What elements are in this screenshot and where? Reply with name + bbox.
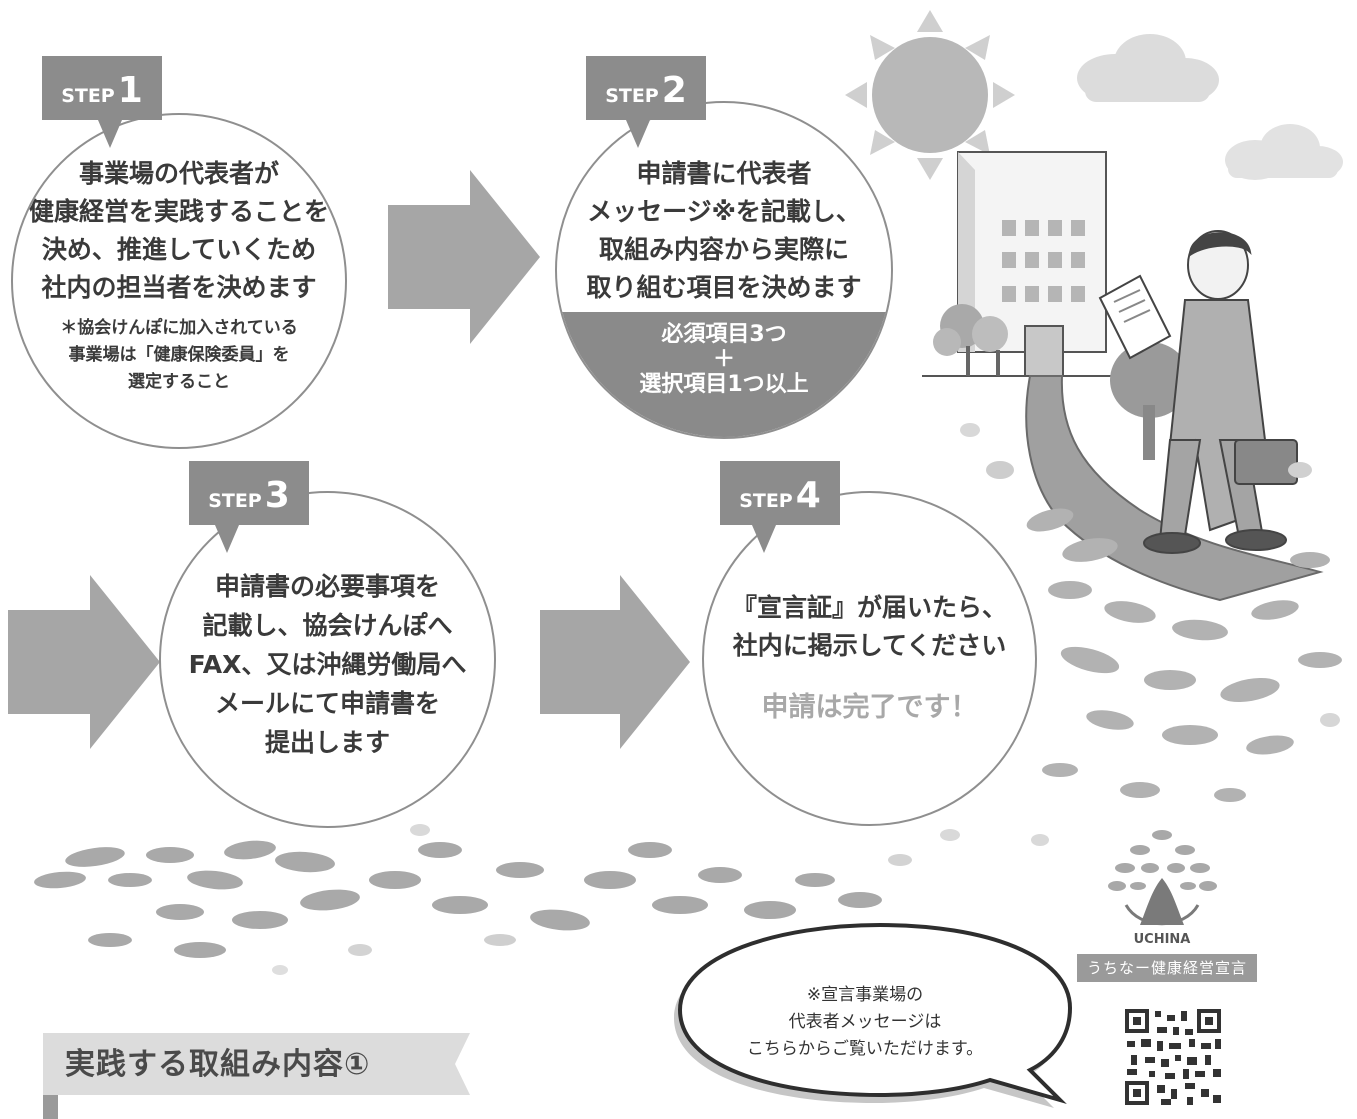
step-1-tag-word: STEP — [61, 85, 115, 107]
step-1-line: 社内の担当者を決めます — [41, 273, 317, 302]
qr-code — [1123, 1007, 1223, 1107]
band-line: 選択項目1つ以上 — [639, 372, 809, 397]
step-1-line: 健康経営を実践することを — [28, 197, 329, 226]
businessman-illustration — [1098, 230, 1298, 554]
step-3-line: FAX、又は沖縄労働局へ — [188, 650, 467, 679]
uchina-logo-icon — [1108, 830, 1217, 926]
step-4-line: 社内に掲示してください — [732, 631, 1007, 660]
step-1-tag: STEP1 — [42, 56, 162, 150]
band-line: 必須項目3つ — [661, 322, 787, 347]
step-2-line: 取組み内容から実際に — [598, 235, 849, 264]
step-3-circle: 申請書の必要事項を 記載し、協会けんぽへ FAX、又は沖縄労働局へ メールにて申… — [159, 491, 496, 828]
step-1-line: 決め、推進していくため — [41, 235, 317, 264]
logo-name: UCHINA — [1133, 932, 1191, 947]
tree-icon — [933, 304, 1190, 460]
step-2-tag-word: STEP — [605, 85, 659, 107]
band-line: ＋ — [712, 347, 735, 372]
logo-title: うちなー健康経営宣言 — [1077, 954, 1257, 982]
step-2-tag-number: 2 — [661, 70, 687, 111]
completion-text: 申請は完了です！ — [761, 692, 978, 723]
petal-pattern — [34, 824, 960, 975]
step-1-line: 事業場の代表者が — [78, 159, 279, 188]
speech-bubble — [674, 922, 1073, 1108]
arrow-right-icon — [8, 575, 160, 749]
step-2-line: 申請書に代表者 — [636, 159, 812, 188]
step-2-line: 取り組む項目を決めます — [586, 273, 862, 302]
step-2-required-band: 必須項目3つ ＋ 選択項目1つ以上 — [557, 312, 891, 437]
section-heading: 実践する取組み内容① — [43, 1033, 471, 1119]
step-1-note: ＊協会けんぽに加入されている — [60, 318, 298, 338]
step-2-tag: STEP2 — [586, 56, 706, 150]
cloud-icon — [1225, 124, 1343, 180]
section-heading-text: 実践する取組み内容① — [65, 1047, 371, 1082]
section-heading-bg — [43, 1033, 470, 1119]
step-3-tag-number: 3 — [264, 475, 290, 516]
speech-bubble-text: ※宣言事業場の 代表者メッセージは こちらからご覧いただけます。 — [693, 982, 1037, 1063]
building-illustration — [922, 151, 1145, 377]
step-1-circle: 事業場の代表者が 健康経営を実践することを 決め、推進していくため 社内の担当者… — [11, 113, 347, 449]
step-3-line: 記載し、協会けんぽへ — [202, 611, 453, 640]
step-2-circle: 申請書に代表者 メッセージ※を記載し、 取組み内容から実際に 取り組む項目を決め… — [555, 101, 893, 439]
step-4-line: 『宣言証』が届いたら、 — [731, 593, 1007, 622]
step-1-note: 選定すること — [128, 372, 230, 392]
step-3-line: メールにて申請書を — [214, 689, 440, 718]
step-3-line: 申請書の必要事項を — [214, 572, 440, 601]
step-2-line: メッセージ※を記載し、 — [587, 197, 861, 226]
arrow-right-icon — [388, 170, 540, 344]
step-1-note: 事業場は「健康保険委員」を — [68, 345, 290, 365]
arrow-right-icon — [540, 575, 690, 749]
step-4-tag-number: 4 — [795, 475, 821, 516]
petal-pattern — [960, 423, 1342, 846]
sun-icon — [845, 10, 1015, 180]
step-4-circle: 『宣言証』が届いたら、 社内に掲示してください 申請は完了です！ — [702, 491, 1037, 826]
bubble-line: ※宣言事業場の — [806, 985, 924, 1005]
step-4-tag: STEP4 — [720, 461, 840, 555]
step-3-line: 提出します — [264, 728, 390, 757]
step-3-tag: STEP3 — [189, 461, 309, 555]
bubble-line: こちらからご覧いただけます。 — [746, 1039, 984, 1059]
cloud-icon — [1077, 34, 1219, 102]
step-3-tag-word: STEP — [208, 490, 262, 512]
step-1-tag-number: 1 — [117, 70, 143, 111]
step-4-tag-word: STEP — [739, 490, 793, 512]
bubble-line: 代表者メッセージは — [788, 1012, 942, 1032]
